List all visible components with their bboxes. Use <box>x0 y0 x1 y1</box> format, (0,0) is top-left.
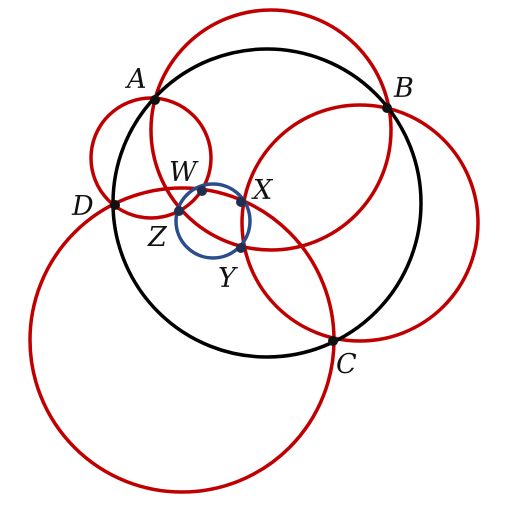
label-a: A <box>124 64 147 95</box>
label-y: Y <box>218 263 238 294</box>
point-c <box>328 336 338 346</box>
point-z <box>174 206 184 216</box>
label-z: Z <box>147 222 168 253</box>
circle-through-w-x-y-z <box>174 182 252 260</box>
point-d <box>110 200 120 210</box>
label-x: X <box>251 175 274 206</box>
circle-through-b-c <box>240 103 480 343</box>
point-w <box>197 186 207 196</box>
point-a <box>150 95 160 105</box>
label-c: C <box>336 349 357 380</box>
point-x <box>236 197 246 207</box>
label-d: D <box>71 191 94 222</box>
point-b <box>382 103 392 113</box>
label-w: W <box>169 157 199 188</box>
point-y <box>236 243 246 253</box>
circle-through-c-d <box>28 186 336 494</box>
label-b: B <box>393 73 414 104</box>
circle-through-a-b <box>149 8 393 252</box>
